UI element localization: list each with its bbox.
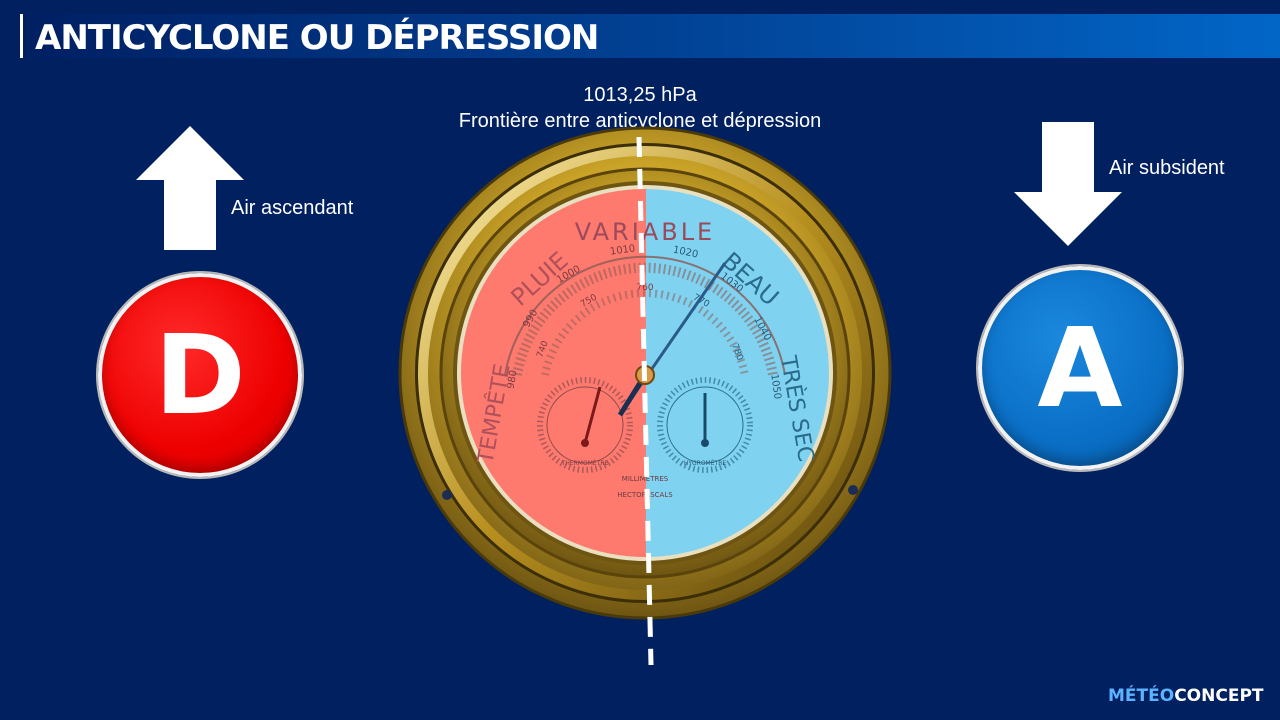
barometer: TEMPÊTE PLUIE VARIABLE BEAU TRÈS SEC 980…	[395, 125, 905, 670]
inner-scale-label: 760	[636, 283, 653, 293]
logo-concept: CONCEPT	[1174, 686, 1263, 706]
hygrometer-label: HYGROMÈTRE	[684, 459, 727, 467]
page-title: ANTICYCLONE OU DÉPRESSION	[35, 18, 598, 58]
logo-meteo: MÉTÉO	[1108, 686, 1174, 706]
title-bar: ANTICYCLONE OU DÉPRESSION	[20, 14, 1280, 58]
barometer-screw	[848, 485, 858, 495]
arrow-down-icon	[1014, 122, 1122, 246]
thermometer-label: THERMOMÈTRE	[561, 459, 609, 467]
subsiding-air-label: Air subsident	[1109, 157, 1225, 180]
anticyclone-letter: A	[1037, 304, 1122, 432]
thermometer-hub	[581, 439, 589, 447]
dial-word-variable: VARIABLE	[575, 218, 715, 246]
depression-badge: D	[98, 273, 302, 477]
hygrometer-hub	[701, 439, 709, 447]
meteo-concept-logo: MÉTÉOCONCEPT	[1108, 686, 1264, 706]
boundary-pressure: 1013,25 hPa	[440, 82, 840, 108]
arrow-up-icon	[136, 126, 244, 250]
depression-letter: D	[154, 311, 245, 439]
anticyclone-badge: A	[978, 266, 1182, 470]
ascending-air-label: Air ascendant	[231, 197, 353, 220]
barometer-screw	[442, 490, 452, 500]
